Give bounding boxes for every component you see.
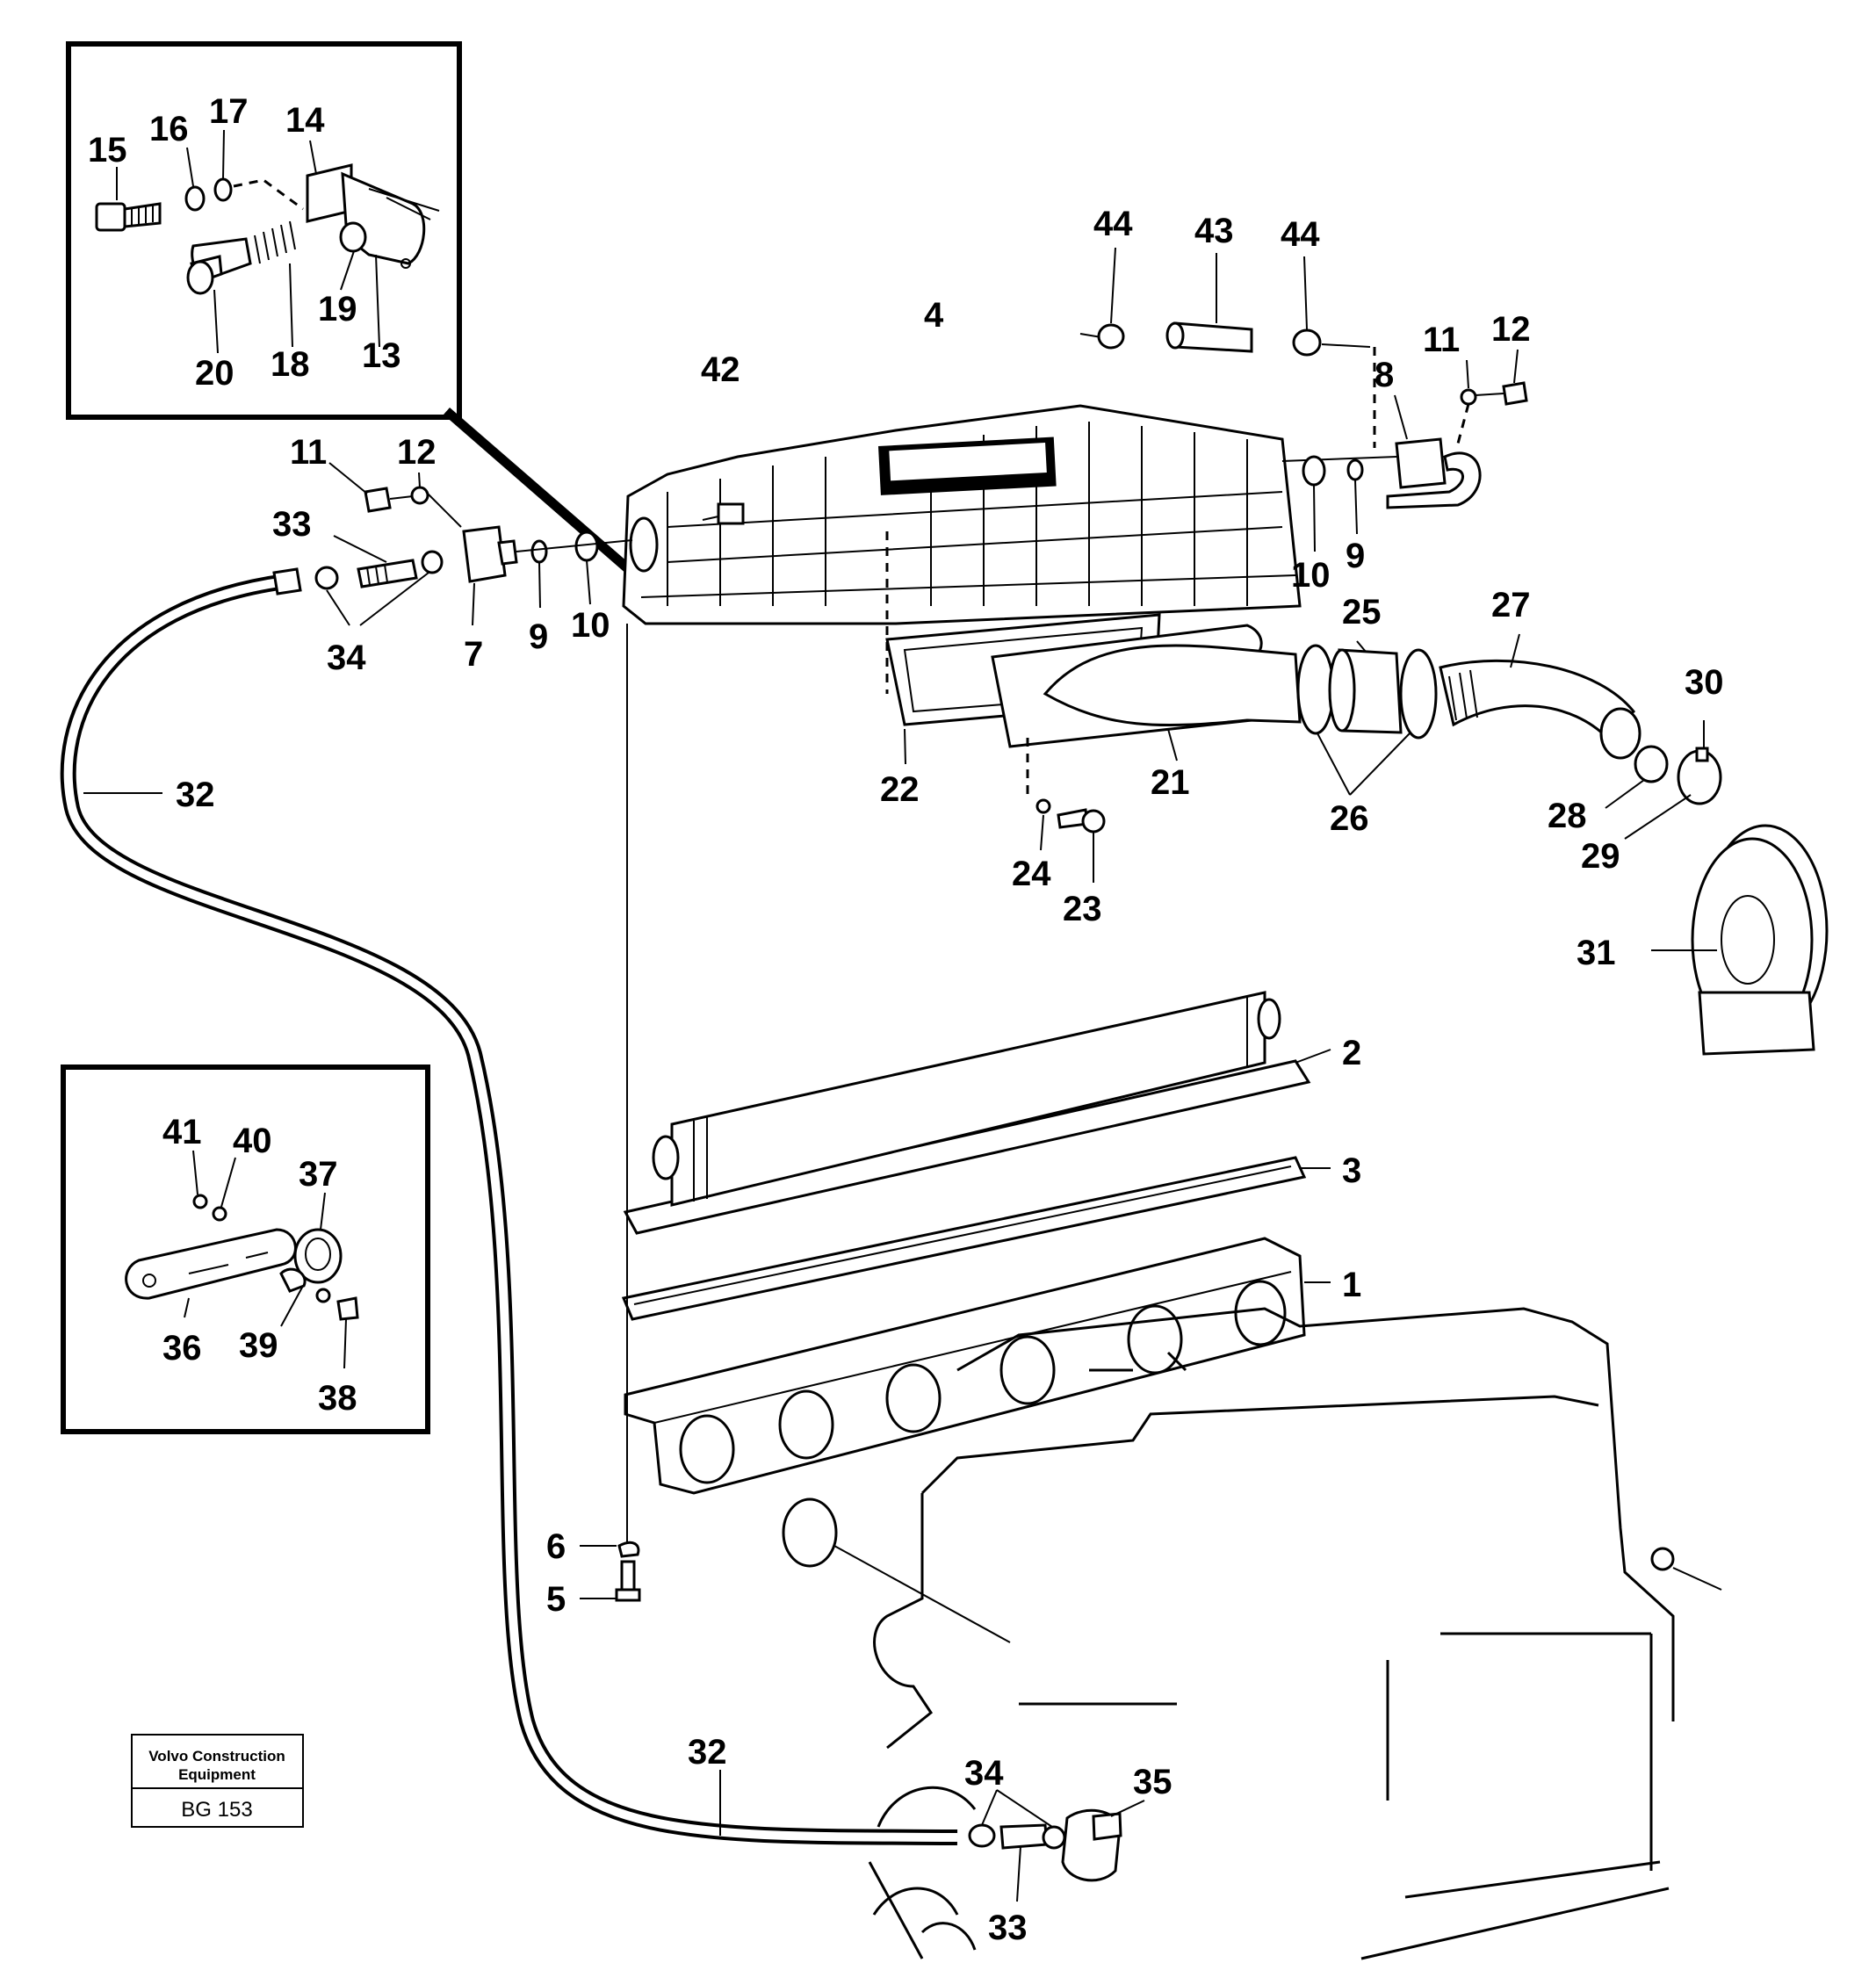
callout-36: 36 — [162, 1329, 202, 1368]
volvo-stamp: Volvo Construction Equipment BG 153 — [131, 1734, 304, 1828]
callout-32top: 32 — [176, 776, 215, 814]
stamp-code: BG 153 — [181, 1798, 252, 1822]
stamp-line-2: Equipment — [178, 1766, 256, 1783]
turbocharger — [1691, 824, 1829, 1056]
stamp-line-1: Volvo Construction — [148, 1748, 285, 1765]
hose-32 — [60, 567, 958, 1845]
charge-air-cooler — [623, 991, 1311, 1235]
callout-10r: 10 — [1291, 556, 1331, 595]
callout-29: 29 — [1581, 837, 1620, 876]
callout-13: 13 — [362, 336, 401, 375]
callout-8: 8 — [1375, 356, 1394, 394]
callout-2: 2 — [1342, 1034, 1361, 1072]
callout-labels: 15 16 17 14 19 13 20 18 44 43 44 11 12 8… — [88, 92, 1724, 1947]
callout-17: 17 — [209, 92, 249, 131]
callout-16: 16 — [149, 110, 189, 148]
callout-25: 25 — [1342, 593, 1382, 631]
callout-39: 39 — [239, 1326, 278, 1365]
callout-12l: 12 — [397, 433, 437, 472]
inset-bracket — [61, 1064, 430, 1434]
callout-38: 38 — [318, 1379, 357, 1418]
inset-frame-top — [66, 41, 462, 420]
callout-11r: 11 — [1423, 321, 1460, 359]
callout-34bottom: 34 — [964, 1754, 1004, 1793]
callout-33bottom: 33 — [988, 1909, 1028, 1947]
callout-12r: 12 — [1491, 310, 1531, 349]
callout-9l: 9 — [529, 617, 548, 656]
callout-1: 1 — [1342, 1266, 1361, 1304]
callout-5: 5 — [546, 1580, 566, 1619]
callout-32bottom: 32 — [688, 1733, 727, 1772]
callout-11l: 11 — [290, 433, 327, 472]
callout-10l: 10 — [571, 606, 610, 645]
callout-9r: 9 — [1346, 537, 1365, 575]
callout-18: 18 — [271, 345, 310, 384]
callout-14: 14 — [285, 101, 325, 140]
bolt-5 — [580, 1541, 641, 1602]
callout-30: 30 — [1685, 663, 1724, 702]
inset-frame-bottom — [61, 1064, 430, 1434]
callout-19: 19 — [318, 290, 357, 328]
callout-20: 20 — [195, 354, 234, 393]
callout-43: 43 — [1194, 212, 1234, 250]
callout-40: 40 — [233, 1122, 272, 1160]
callout-6: 6 — [546, 1527, 566, 1566]
callout-21: 21 — [1151, 763, 1190, 802]
bolt-part — [95, 202, 162, 232]
right-top-fittings — [1079, 247, 1528, 552]
left-fittings — [314, 462, 633, 626]
callout-26: 26 — [1330, 799, 1369, 838]
bottom-fittings — [719, 1770, 1145, 1902]
manifold-housing — [622, 404, 1302, 625]
intake-pipe-assembly — [885, 531, 1829, 1056]
callout-42: 42 — [701, 350, 740, 389]
callout-33top: 33 — [272, 505, 312, 544]
callout-7: 7 — [464, 635, 483, 674]
callout-31: 31 — [1577, 934, 1616, 972]
callout-4: 4 — [924, 296, 944, 335]
engine-block — [868, 1307, 1722, 1960]
callout-23: 23 — [1063, 890, 1102, 928]
gasket-3 — [621, 1156, 1307, 1321]
callout-34top: 34 — [327, 639, 366, 677]
callout-41: 41 — [162, 1113, 202, 1151]
callout-35: 35 — [1133, 1763, 1172, 1801]
callout-27: 27 — [1491, 586, 1531, 624]
inset-thermostat — [66, 41, 462, 420]
callout-24: 24 — [1012, 855, 1051, 893]
callout-44a: 44 — [1093, 205, 1133, 243]
callout-15: 15 — [88, 131, 127, 170]
callout-3: 3 — [1342, 1151, 1361, 1190]
callout-44b: 44 — [1281, 215, 1320, 254]
callout-22: 22 — [880, 770, 920, 809]
callout-37: 37 — [299, 1155, 338, 1194]
callout-28: 28 — [1548, 797, 1587, 835]
